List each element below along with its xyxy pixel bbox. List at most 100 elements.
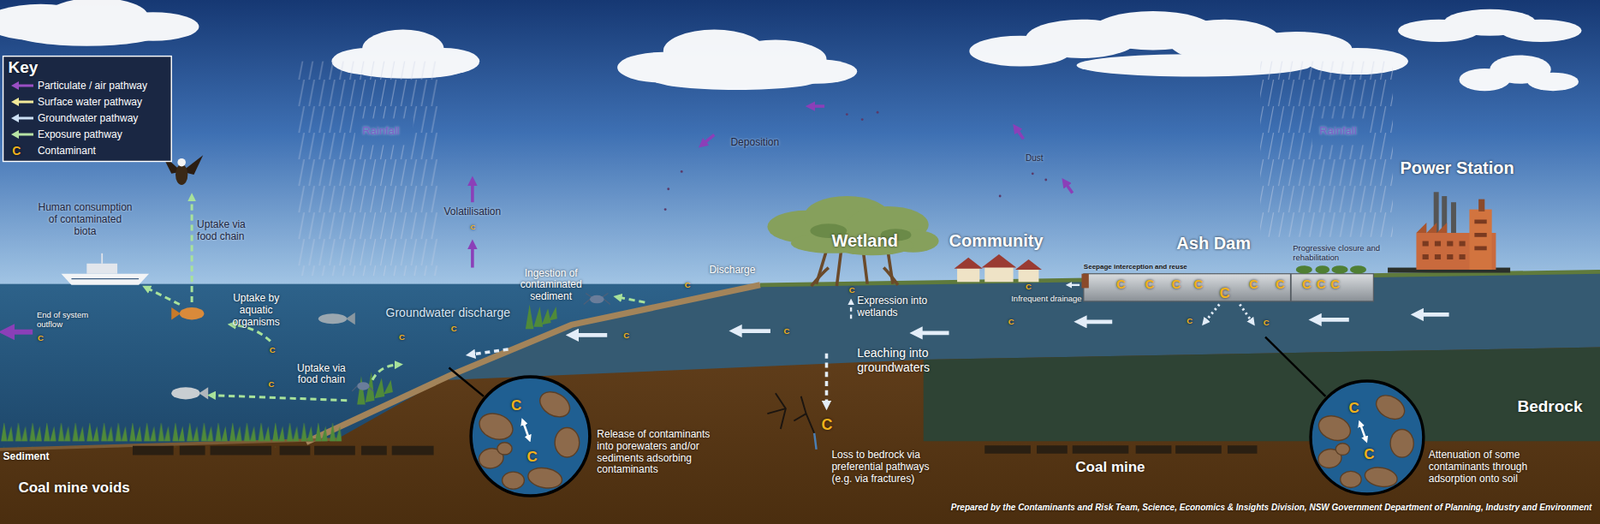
legend-item: Particulate / air pathway [10, 78, 148, 93]
note-label: Infrequent drainage [1011, 294, 1082, 304]
inset-leader-lines [448, 337, 1326, 397]
legend-sample-head [11, 130, 19, 139]
legend-item: Surface water pathway [10, 95, 143, 109]
area-title: Wetland [831, 231, 898, 251]
contaminant-marker: C [1008, 317, 1015, 328]
contaminant-marker: C [37, 333, 44, 344]
area-title: Community [949, 231, 1044, 251]
exchange-arrow [1360, 422, 1367, 440]
groundwater-dashed-arrows [471, 285, 1253, 405]
contaminant-marker: C [267, 380, 274, 390]
pathway-label: Ingestion of contaminated sediment [499, 267, 602, 304]
bedrock-zone [923, 347, 1600, 442]
receptor-label: Human consumption of contaminated biota [36, 202, 134, 238]
power-station [1387, 191, 1511, 273]
layer-title: Coal mine voids [17, 479, 130, 497]
contaminant-marker: C [684, 280, 691, 291]
soil-particle [475, 409, 517, 445]
contaminant-marker: C [1144, 276, 1154, 292]
legend-sample-line [17, 100, 34, 103]
legend-sample-line [17, 83, 34, 87]
dust-particles [664, 111, 1047, 211]
callout-text: Release of contaminants into porewaters … [596, 428, 721, 476]
contaminant-marker: C [1116, 276, 1126, 292]
contaminant-marker: C [11, 143, 21, 158]
soil-particle [497, 442, 512, 455]
contaminant-marker: C [1025, 282, 1032, 292]
contaminant-marker: C [623, 331, 630, 341]
contaminant-marker: C [1219, 285, 1230, 303]
legend-sample-head [11, 81, 19, 90]
rain [296, 61, 1393, 277]
seagrass [0, 422, 342, 448]
contaminant-marker: C [1275, 276, 1285, 292]
inset-circle-outline [1308, 379, 1426, 496]
layer-title: Bedrock [1516, 397, 1583, 417]
contaminant-marker: C [1302, 276, 1312, 292]
legend-text: Particulate / air pathway [37, 79, 148, 92]
contaminant-marker: C [527, 448, 538, 466]
ground [0, 271, 1600, 524]
wetland-trees [767, 196, 939, 286]
soil-particle [1315, 410, 1355, 445]
pathway-label: Discharge [708, 264, 756, 277]
crabs [351, 292, 611, 392]
houses [953, 254, 1042, 282]
layer-title: Sediment [3, 451, 50, 464]
note-label: Progressive closure and rehabilitation [1292, 243, 1390, 263]
exchange-arrow [523, 421, 530, 439]
soil-particle [535, 386, 575, 423]
pathway-label: End of system outflow [36, 310, 96, 330]
callout-text: Loss to bedrock via preferential pathway… [831, 449, 944, 485]
legend-text: Surface water pathway [37, 95, 143, 108]
contaminant-marker: C [511, 397, 522, 415]
sky [0, 0, 1600, 297]
soil-particle [1340, 470, 1362, 488]
fractures [767, 392, 816, 450]
note-label: Seepage interception and reuse [1083, 262, 1188, 271]
legend-sample-head [11, 97, 19, 107]
pathway-label: Groundwater discharge [386, 305, 512, 320]
pathway-label: Uptake by aquatic organisms [216, 292, 297, 328]
contaminant-marker: C [1348, 399, 1359, 417]
legend-text: Groundwater pathway [37, 112, 138, 125]
contaminant-marker: C [1186, 316, 1193, 327]
legend-sample [10, 96, 35, 108]
exposure-arrows [147, 197, 646, 400]
contaminant-marker: C [1316, 276, 1327, 292]
soil-particle [1372, 390, 1410, 424]
groundwater-arrows [573, 314, 1450, 335]
boat [61, 253, 150, 286]
pathway-label: Uptake via food chain [296, 362, 348, 387]
contaminant-marker: C [821, 416, 833, 435]
legend-title: Key [8, 58, 39, 78]
legend-item: Exposure pathway [10, 127, 123, 142]
inset-circle-body [1310, 380, 1424, 494]
weather-label: Rainfall [362, 124, 399, 138]
contaminant-marker: C [1194, 276, 1204, 292]
callout-text: Attenuation of some contaminants through… [1428, 449, 1544, 485]
credit-line: Prepared by the Contaminants and Risk Te… [951, 502, 1593, 513]
soil-particle [554, 427, 580, 457]
ash-dam [1081, 265, 1374, 302]
legend-text: Contaminant [37, 144, 96, 157]
inset-circle: CC [1308, 379, 1426, 496]
contaminant-marker: C [849, 285, 856, 296]
contaminant-marker: C [1249, 276, 1259, 292]
legend-sample-line [17, 117, 34, 120]
contaminant-marker: C [1263, 318, 1270, 328]
contaminant-marker: C [269, 345, 276, 356]
contaminant-marker: C [398, 333, 405, 343]
contaminant-marker: C [469, 223, 476, 232]
layer-title: Coal mine [1075, 458, 1145, 476]
inset-circle: CC [469, 374, 592, 498]
legend-item: Contaminant [10, 143, 96, 158]
pathway-label: Dust [1025, 153, 1044, 164]
weather-label: Rainfall [1319, 124, 1357, 138]
legend-sample [10, 113, 35, 124]
pathway-label: Volatilisation [444, 206, 502, 219]
pathway-label: Deposition [730, 136, 780, 149]
contaminant-marker: C [1330, 276, 1340, 292]
legend-sample-head [11, 113, 19, 123]
